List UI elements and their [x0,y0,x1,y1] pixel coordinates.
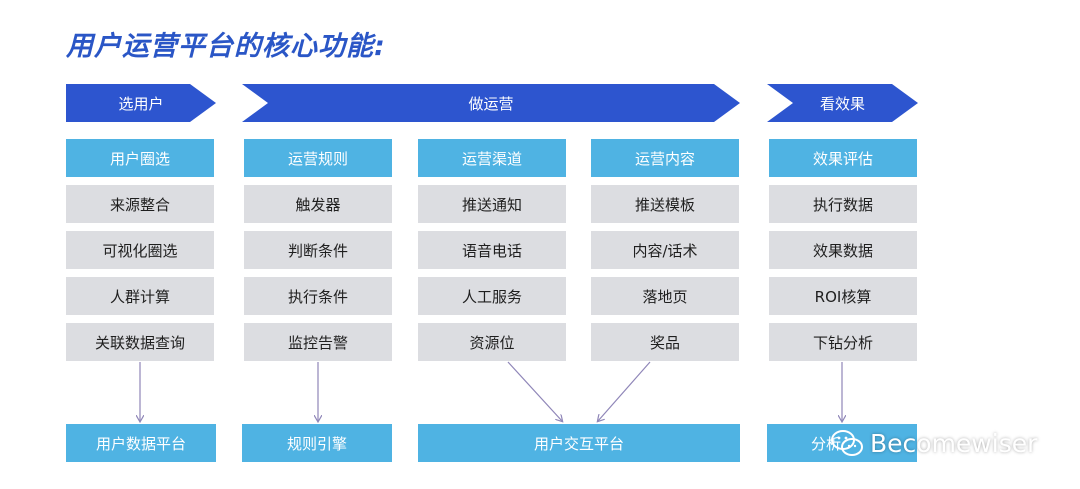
wechat-icon [831,430,863,456]
watermark: Becomewiser [830,424,1037,462]
stage-select-label: 选用户 [118,94,164,113]
stage-select-arrow: 选用户 [66,84,216,122]
column-operation-channels-head: 运营渠道 [418,139,566,177]
column-item: 内容/话术 [591,231,739,269]
column-item: 执行数据 [769,185,917,223]
platform-user-data: 用户数据平台 [66,424,216,462]
column-item: 下钻分析 [769,323,917,361]
stage-operate-arrow: 做运营 [242,84,740,122]
column-operation-content-head: 运营内容 [591,139,739,177]
column-item: 执行条件 [244,277,392,315]
platform-rule-engine: 规则引擎 [242,424,392,462]
column-item: 资源位 [418,323,566,361]
column-item: 来源整合 [66,185,214,223]
column-item: 推送模板 [591,185,739,223]
stage-review-label: 看效果 [819,94,865,113]
column-item: 推送通知 [418,185,566,223]
column-item: 判断条件 [244,231,392,269]
column-item: 可视化圈选 [66,231,214,269]
platform-analysis-label: 分析 [811,434,842,453]
column-item: 关联数据查询 [66,323,214,361]
stage-operate-label: 做运营 [468,94,514,113]
column-item: 人群计算 [66,277,214,315]
connector-channels [507,361,562,421]
column-item: ROI核算 [769,277,917,315]
column-operation-rules-head: 运营规则 [244,139,392,177]
column-item: 监控告警 [244,323,392,361]
connector-content [598,361,651,421]
column-item: 语音电话 [418,231,566,269]
column-item: 奖品 [591,323,739,361]
column-item: 人工服务 [418,277,566,315]
page-title: 用户运营平台的核心功能: [66,31,386,62]
watermark-text: Becomewiser [870,428,1038,458]
column-user-selection-head: 用户圈选 [66,139,214,177]
column-item: 落地页 [591,277,739,315]
column-effect-evaluation-head: 效果评估 [769,139,917,177]
platform-user-interaction: 用户交互平台 [418,424,740,462]
column-item: 触发器 [244,185,392,223]
column-item: 效果数据 [769,231,917,269]
